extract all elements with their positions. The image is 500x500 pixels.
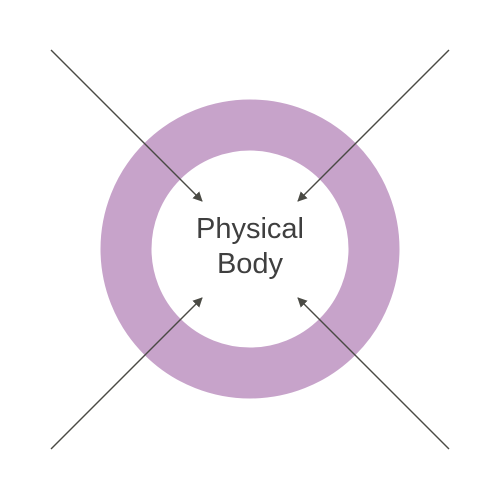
arrow-bottom-right [297, 297, 450, 450]
center-label-line1: Physical [196, 213, 304, 245]
center-label-line2: Body [216, 248, 284, 280]
arrow-bottom-left [50, 297, 203, 450]
arrow-top-right [297, 49, 450, 202]
center-label: Physical Body [150, 212, 350, 282]
outer-ring [100, 99, 400, 399]
arrow-top-left [50, 49, 203, 202]
